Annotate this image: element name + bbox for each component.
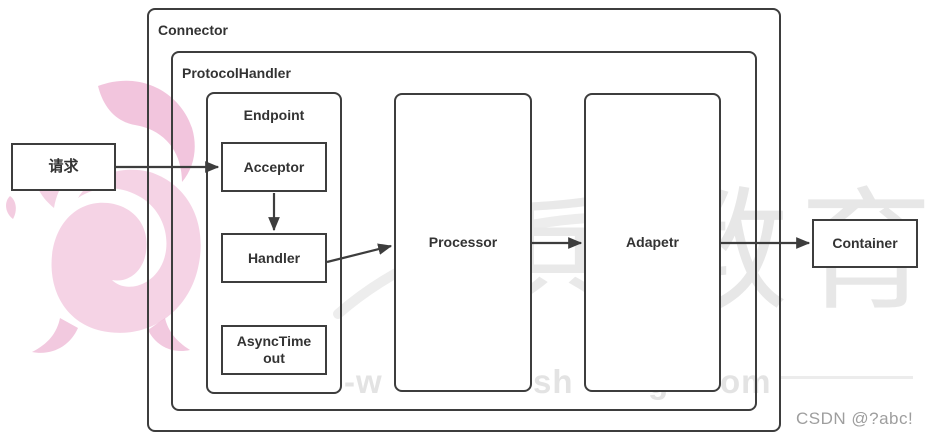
request-label: 请求 — [48, 158, 79, 175]
watermark-dash-line — [781, 376, 913, 379]
acceptor-label: Acceptor — [243, 158, 305, 175]
processor-node: Processor — [394, 93, 532, 392]
async-timeout-node: AsyncTime out — [221, 325, 327, 375]
protocol-handler-label: ProtocolHandler — [182, 65, 291, 81]
async-timeout-label: AsyncTime out — [236, 333, 312, 366]
connector-label: Connector — [158, 22, 228, 38]
watermark-credit: CSDN @?abc! — [796, 409, 914, 428]
container-label: Container — [832, 235, 898, 252]
adapter-label: Adapetr — [626, 234, 679, 251]
container-node: Container — [812, 219, 918, 268]
handler-label: Handler — [247, 249, 301, 266]
processor-label: Processor — [428, 234, 498, 251]
handler-node: Handler — [221, 233, 327, 283]
request-node: 请求 — [11, 143, 116, 191]
acceptor-node: Acceptor — [221, 142, 327, 192]
adapter-node: Adapetr — [584, 93, 721, 392]
endpoint-label: Endpoint — [243, 107, 305, 123]
